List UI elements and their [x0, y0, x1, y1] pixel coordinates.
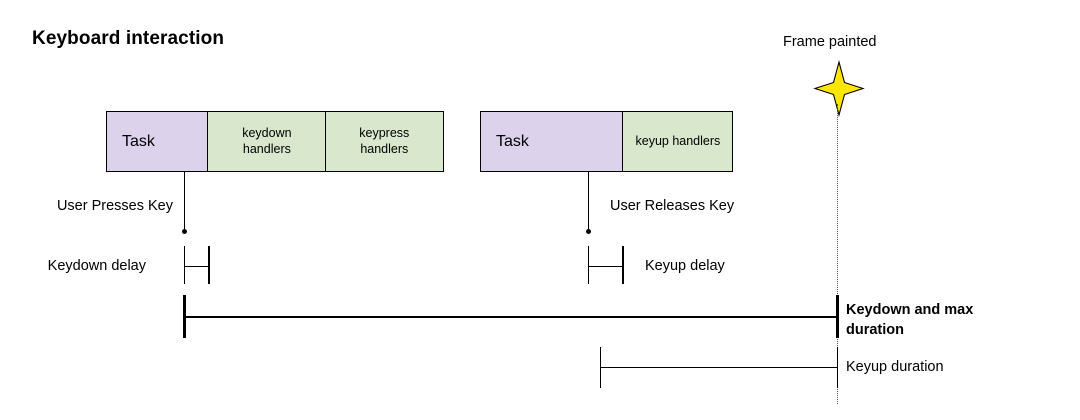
keydown-delay-start-tick: [183, 246, 185, 284]
segment-task-1[interactable]: Task: [106, 111, 209, 172]
user-presses-key-connector: [183, 172, 185, 232]
frame-painted-label: Frame painted: [783, 34, 877, 50]
keydown-delay-end-tick: [208, 246, 210, 284]
segment-keydown-handlers[interactable]: keydown handlers: [207, 111, 327, 172]
keydown-delay-label: Keydown delay: [47, 258, 146, 274]
segment-keydown-handlers-label: keydown handlers: [242, 126, 292, 156]
segment-keypress-handlers[interactable]: keypress handlers: [324, 111, 444, 172]
user-presses-key-arrowhead: [181, 229, 187, 234]
user-releases-key-connector: [587, 172, 589, 232]
segment-task-2[interactable]: Task: [480, 111, 624, 172]
segment-task-1-label: Task: [122, 132, 155, 150]
keyup-delay-start-tick: [587, 246, 589, 284]
frame-painted-guideline: [837, 104, 838, 404]
page-title: Keyboard interaction: [32, 28, 225, 49]
keydown-max-duration-span: [182, 315, 839, 319]
segment-keypress-handlers-label: keypress handlers: [359, 126, 410, 156]
keyup-delay-end-tick: [622, 246, 624, 284]
segment-keyup-handlers-label: keyup handlers: [635, 133, 721, 148]
keyup-duration-label: Keyup duration: [846, 359, 944, 375]
segment-keyup-handlers[interactable]: keyup handlers: [622, 111, 734, 172]
keyup-delay-span: [587, 265, 624, 267]
keydown-and-max-duration-label: Keydown and max duration: [846, 302, 974, 338]
keydown-delay-span: [183, 265, 210, 267]
user-presses-key-label: User Presses Key: [56, 198, 173, 214]
four-point-star-icon: [813, 59, 865, 122]
keyup-delay-label: Keyup delay: [645, 258, 725, 274]
user-releases-key-arrowhead: [585, 229, 591, 234]
keyup-duration-span: [599, 366, 838, 369]
segment-task-2-label: Task: [496, 132, 529, 150]
user-releases-key-label: User Releases Key: [610, 198, 735, 214]
